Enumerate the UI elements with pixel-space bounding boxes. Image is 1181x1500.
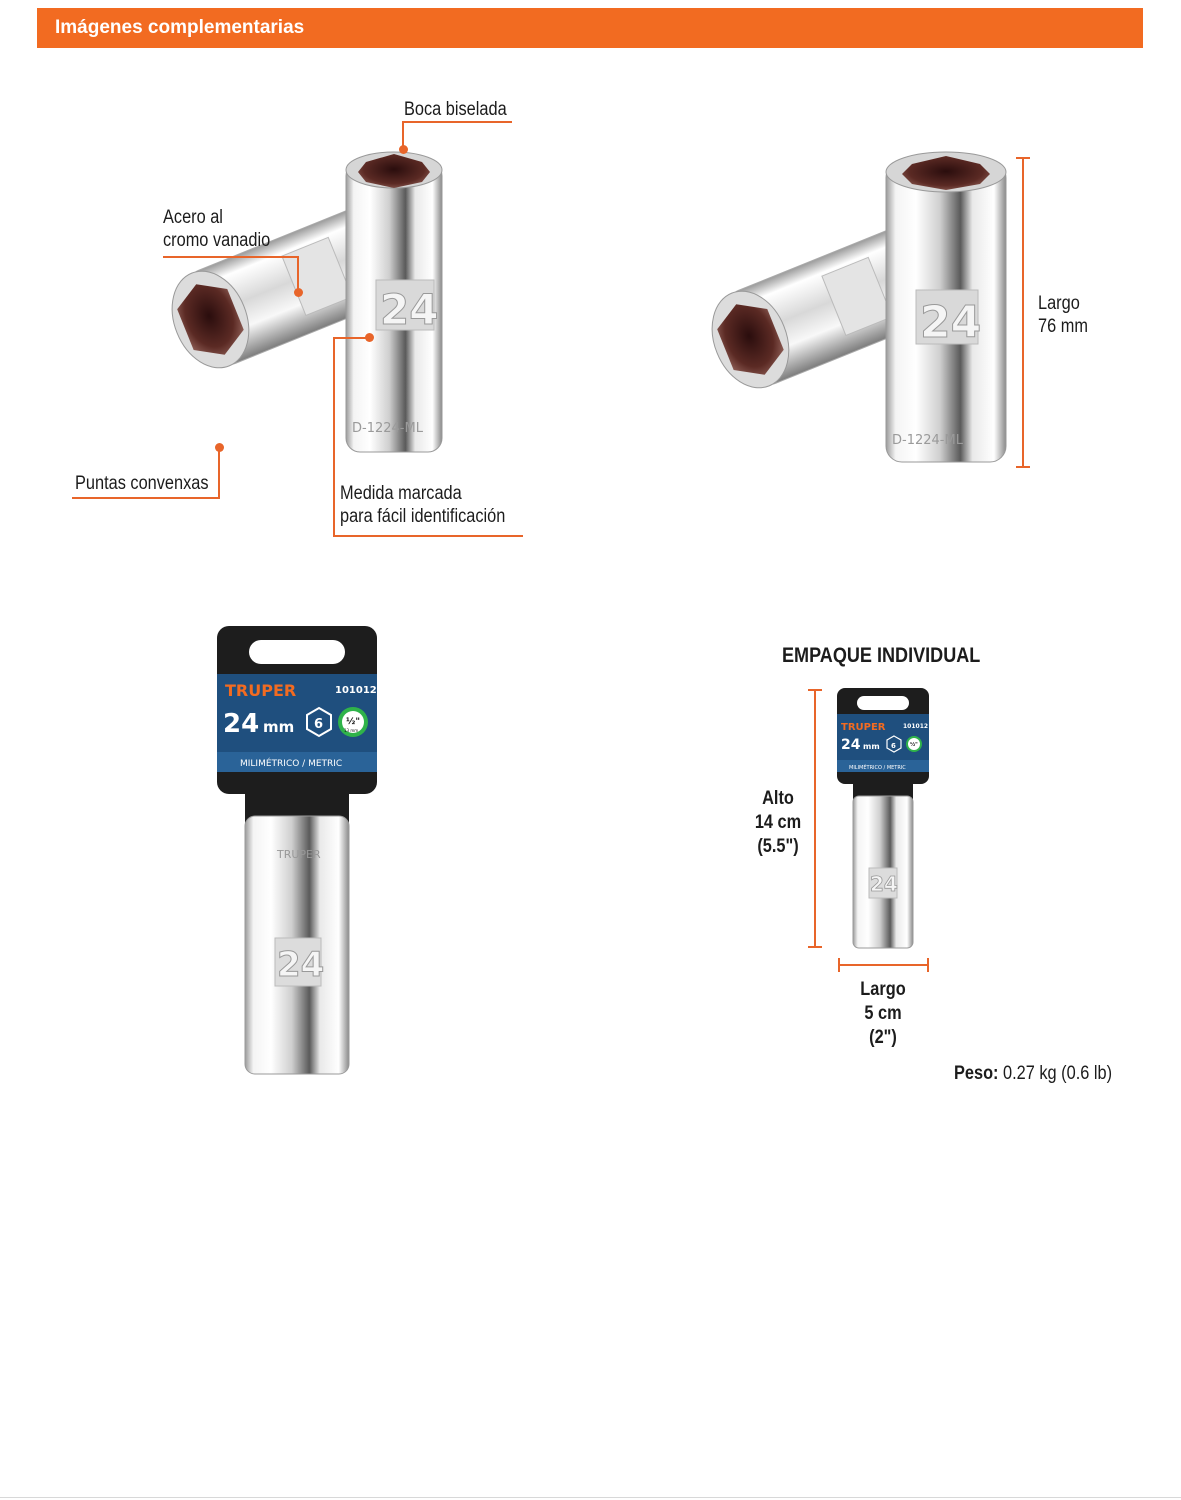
callout-line-acero-h [163, 256, 299, 258]
socket-size-marking: 24 [380, 285, 438, 334]
callout-line-boca-h [402, 121, 512, 123]
socket-size-marking-3: 24 [277, 945, 324, 985]
width-dimension-line [839, 964, 929, 966]
socket-engraving-2: D-1224-ML [892, 433, 964, 448]
weight-info: Peso: 0.27 kg (0.6 lb) [954, 1062, 1112, 1086]
drive-size: ½" [346, 716, 360, 727]
height-dimension-line [814, 690, 816, 948]
height-dimension-cap-bottom [808, 946, 822, 948]
callout-line-acero-v [297, 256, 299, 292]
brand-logo-small: TRUPER [841, 722, 886, 733]
callout-dot-acero [294, 288, 303, 297]
callout-line-puntas-h [72, 497, 220, 499]
length-value: 76 mm [1038, 316, 1088, 337]
height-value-in: (5.5") [757, 836, 799, 857]
card-size: 24 [223, 709, 259, 739]
callout-dot-medida [365, 333, 374, 342]
feature-label-medida-line1: Medida marcada [340, 483, 462, 504]
callout-dot-boca [399, 145, 408, 154]
package-small-illustration: TRUPER 101012 24 mm 6 ½" MILIMÉTRICO / M… [837, 688, 929, 949]
points-count-small: 6 [891, 742, 896, 750]
callout-line-medida-h2 [333, 337, 369, 339]
height-dimension-cap-top [808, 689, 822, 691]
width-dimension-cap-right [927, 958, 929, 972]
socket-pair-length-illustration: 24 D-1224-ML [711, 151, 1007, 463]
packaging-title: EMPAQUE INDIVIDUAL [782, 644, 981, 667]
length-dimension-line [1022, 158, 1024, 468]
feature-label-medida-line2: para fácil identificación [340, 506, 506, 527]
width-dimension-cap-left [838, 958, 840, 972]
callout-line-medida-v [333, 337, 335, 537]
card-type-label: MILIMÉTRICO / METRIC [240, 757, 342, 769]
height-label: Alto [762, 788, 794, 809]
brand-logo: TRUPER [225, 681, 296, 700]
drive-size-small: ½" [910, 741, 918, 748]
socket-pair-features-illustration: 24 D-1224-ML [171, 151, 443, 453]
feature-label-boca-biselada: Boca biselada [404, 99, 507, 120]
socket-size-marking-4: 24 [870, 872, 898, 896]
weight-label: Peso: [954, 1063, 999, 1084]
callout-line-medida-h [333, 535, 523, 537]
length-dimension-cap-top [1016, 157, 1030, 159]
width-label: Largo [860, 979, 906, 1000]
callout-line-boca-v [402, 121, 404, 149]
feature-label-acero-line1: Acero al [163, 207, 223, 228]
points-count: 6 [314, 717, 323, 732]
feature-label-acero-line2: cromo vanadio [163, 230, 271, 251]
width-value-cm: 5 cm [864, 1003, 902, 1024]
socket-size-marking-2: 24 [920, 297, 981, 348]
product-code: 101012 [335, 685, 377, 696]
card-size-small: 24 [841, 737, 861, 753]
callout-line-puntas-v [218, 448, 220, 499]
product-code-small: 101012 [903, 723, 928, 730]
width-value-in: (2") [869, 1027, 897, 1048]
section-title: Imágenes complementarias [55, 17, 305, 38]
feature-label-puntas-convexas: Puntas convenxas [75, 473, 209, 494]
height-value-cm: 14 cm [754, 812, 802, 833]
package-card-illustration: TRUPER 101012 24 mm 6 ½" 13 mm MILIMÉTRI… [217, 626, 377, 1075]
weight-value: 0.27 kg (0.6 lb) [1003, 1063, 1113, 1084]
callout-dot-puntas [215, 443, 224, 452]
card-unit-small: mm [863, 742, 880, 751]
length-dimension-cap-bottom [1016, 466, 1030, 468]
drive-size-mm: 13 mm [344, 728, 358, 733]
socket-engraving: D-1224-ML [352, 421, 424, 436]
section-header-banner: Imágenes complementarias [37, 8, 1143, 48]
length-label: Largo [1038, 293, 1080, 314]
socket-brand-engraving: TRUPER [276, 848, 321, 861]
bottom-rule [0, 1497, 1181, 1498]
card-unit: mm [263, 718, 294, 736]
card-type-label-small: MILIMÉTRICO / METRIC [849, 763, 906, 771]
